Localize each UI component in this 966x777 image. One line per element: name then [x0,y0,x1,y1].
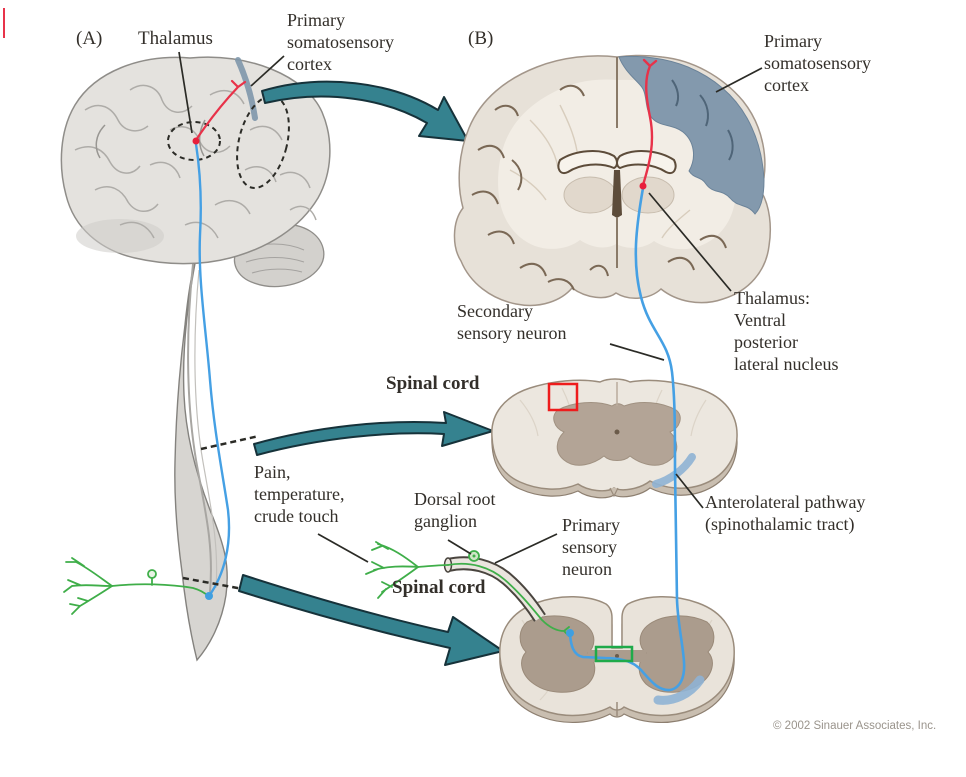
arrow-to-upper-section [253,411,494,456]
copyright-text: © 2002 Sinauer Associates, Inc. [773,720,937,732]
green-annotation-box [594,645,634,663]
anterolateral-pathway-label: Anterolateral pathway (spinothalamic tra… [705,492,866,534]
primary-somatosensory-cortex-label-b: Primary somatosensory cortex [764,31,871,95]
pointer-lines [178,51,763,564]
brain-lateral-illustration [60,56,331,662]
pointer-primary-neuron [494,533,558,564]
left-edge-red-mark [3,8,5,38]
pointer-thalamus-a [178,51,193,134]
pointer-pain [317,533,369,563]
dorsal-root-illustration [365,541,570,637]
arrow-to-lower-section [238,574,504,666]
pathway-blue-line-b [568,187,686,692]
cortex-strip-highlight [235,57,258,121]
pointer-psc-a [250,55,285,87]
synapse-dot-a [205,592,213,600]
pain-temperature-label: Pain, temperature, crude touch [254,462,345,526]
primary-somatosensory-cortex-label-a: Primary somatosensory cortex [287,10,394,74]
pointer-thalamus-vpl [648,192,732,292]
spinal-cord-upper-label: Spinal cord [386,373,480,394]
ventricles [557,150,677,218]
pointer-anterolateral [675,473,704,509]
spinal-cord-lower-label: Spinal cord [392,577,486,598]
pathway-red-line-b [641,58,658,187]
pointer-secondary-neuron [609,343,665,361]
lower-gray-matter-left [519,615,596,693]
arrow-brain-to-coronal [261,80,469,142]
peripheral-neuron-a [63,557,209,615]
gyri-texture [74,84,317,239]
synapse-dot-b [566,629,574,637]
pointer-psc-b [715,67,763,93]
red-annotation-box [547,382,579,412]
spinal-cord-a [174,257,228,662]
coronal-sulci [471,84,727,291]
dorsal-root-ganglion-label: Dorsal root ganglion [414,489,496,531]
pointer-drg [447,539,472,555]
lower-gray-matter-right [638,615,715,693]
panel-a-label: (A) [76,28,103,49]
somatosensory-cortex-region [618,55,765,215]
thalamus-dashed-circle [167,121,221,161]
pathway-red-line-a [194,79,247,142]
cortex-band-sulci [671,79,734,161]
thalamus-vpl-dot [639,182,647,190]
thalamus-vpl-label: Thalamus: Ventral posterior lateral nucl… [734,288,839,374]
coronal-brain-section [453,54,772,307]
panel-b-label: (B) [468,28,494,49]
anterolateral-band-lower [653,675,705,705]
thalamus-dot-a [192,137,200,145]
upper-spinal-cord-section [491,378,738,499]
thalamus-label: Thalamus [138,28,213,49]
cut-line-upper [200,434,260,451]
pathway-blue-line-a [194,143,231,597]
flow-arrows [238,80,504,666]
primary-sensory-neuron-label: Primary sensory neuron [562,515,620,579]
cerebrum [60,56,331,265]
lower-spinal-cord-section [499,596,735,724]
secondary-sensory-neuron-label: Secondary sensory neuron [457,301,567,343]
